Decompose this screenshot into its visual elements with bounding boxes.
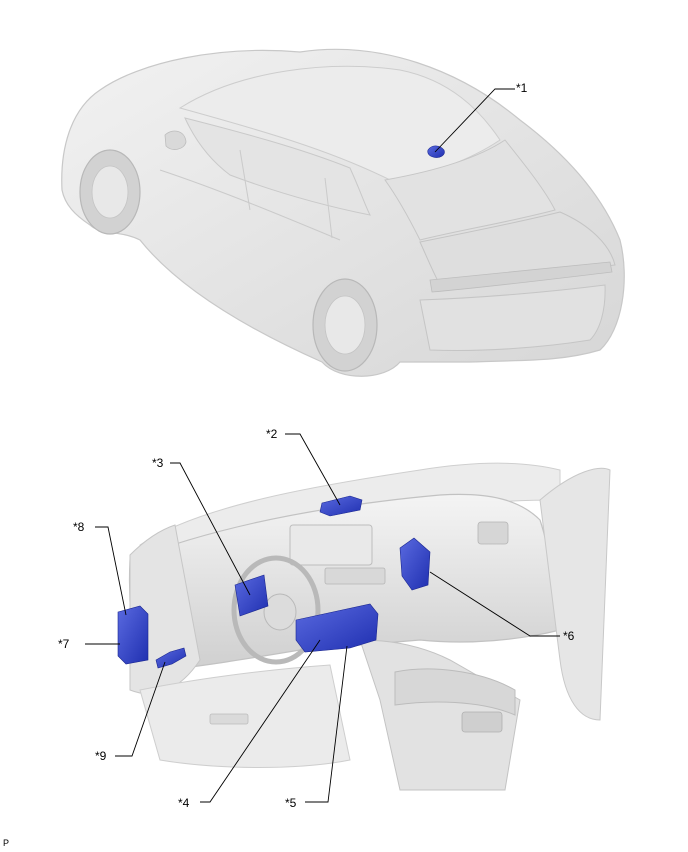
- callout-2: *2: [266, 427, 278, 441]
- interior-center-vents: [324, 567, 386, 585]
- vehicle-illustration: [61, 48, 625, 377]
- callout-3: *3: [152, 456, 164, 470]
- callout-5: *5: [285, 796, 297, 810]
- part-3-highlight: [234, 574, 269, 617]
- interior-right-vent: [477, 521, 509, 545]
- vehicle-side-mirror: [164, 130, 187, 150]
- vehicle-front-wheel-rim: [91, 165, 129, 219]
- part-1-highlight: [427, 145, 445, 158]
- part-4-5-highlight: [295, 603, 379, 653]
- vehicle-side-window: [184, 117, 371, 216]
- interior-armrest: [394, 668, 516, 716]
- interior-pedal: [209, 713, 249, 725]
- vehicle-rear-wheel-rim: [324, 295, 366, 355]
- callout-7: *7: [58, 637, 70, 651]
- leader-4: [200, 639, 321, 803]
- vehicle-door-lines: [159, 149, 341, 241]
- part-6-highlight: [399, 537, 431, 591]
- leader-3: [170, 462, 251, 596]
- callout-4: *4: [178, 796, 190, 810]
- interior-illustration: [117, 462, 611, 791]
- leader-5: [305, 645, 348, 803]
- leader-2: [285, 433, 341, 506]
- interior-steering-wheel: [231, 555, 321, 665]
- interior-right-panel: [539, 467, 611, 721]
- vehicle-roof: [178, 65, 501, 181]
- callout-6: *6: [563, 629, 575, 643]
- leader-9: [115, 661, 166, 757]
- part-7-8-highlight: [117, 605, 149, 665]
- leader-8: [95, 526, 127, 616]
- callout-8: *8: [73, 520, 85, 534]
- interior-steering-hub: [263, 593, 297, 631]
- interior-rear-vents: [461, 711, 503, 733]
- leader-6: [429, 571, 560, 637]
- vehicle-rear-window: [384, 139, 556, 241]
- callout-9: *9: [95, 749, 107, 763]
- callout-1: *1: [516, 81, 528, 95]
- leader-lines: [85, 88, 560, 803]
- leader-1: [434, 88, 515, 153]
- vehicle-rear-bumper: [419, 284, 606, 352]
- footer-code: P: [3, 838, 10, 848]
- part-2-highlight: [319, 495, 363, 517]
- part-9-highlight: [155, 647, 187, 669]
- interior-display-screen: [289, 524, 373, 566]
- vehicle-tail-lights: [429, 261, 613, 293]
